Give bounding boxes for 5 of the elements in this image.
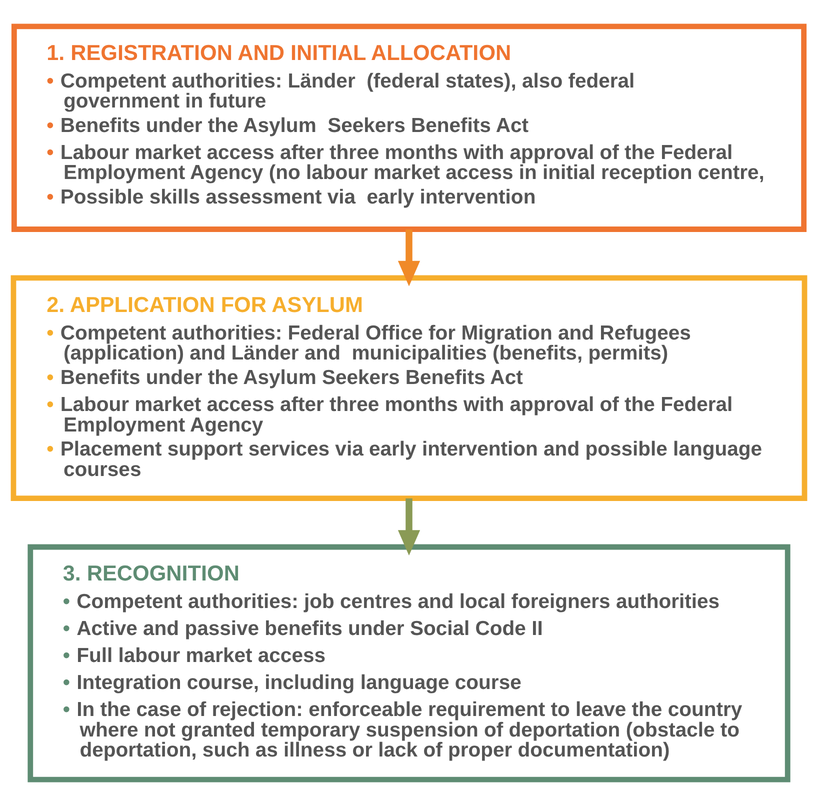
node-box: 1. REGISTRATION AND INITIAL ALLOCATION • Competent authorities: Länder (federal states), also federal government in future • Benefits under the Asylum Seekers Benefits Act • Labour market access after three months with approval of the Federal Employment Agency (no labour market access in initial reception centre, • Possible skills assessment via early intervention <box>11 24 807 232</box>
arrow <box>398 498 420 556</box>
arrow <box>398 230 420 286</box>
node-box: 2. APPLICATION FOR ASYLUM • Competent authorities: Federal Office for Migration and Refugees (application) and Länder and municipalities (benefits, permits) • Benefits under the Asylum Seekers Benefits Act • Labour market access after three months with approval of the Federal Employment Agency • Placement support services via early intervention and possible language courses <box>10 275 808 502</box>
node-box: 3. RECOGNITION • Competent authorities: job centres and local foreigners authorities • Active and passive benefits under Social Code II • Full labour market access • Integration course, including language course • In the case of rejection: enforceable requirement to leave the country where not granted temporary suspension of deportation (obstacle to deportation, such as illness or lack of proper documentation) <box>28 544 790 782</box>
